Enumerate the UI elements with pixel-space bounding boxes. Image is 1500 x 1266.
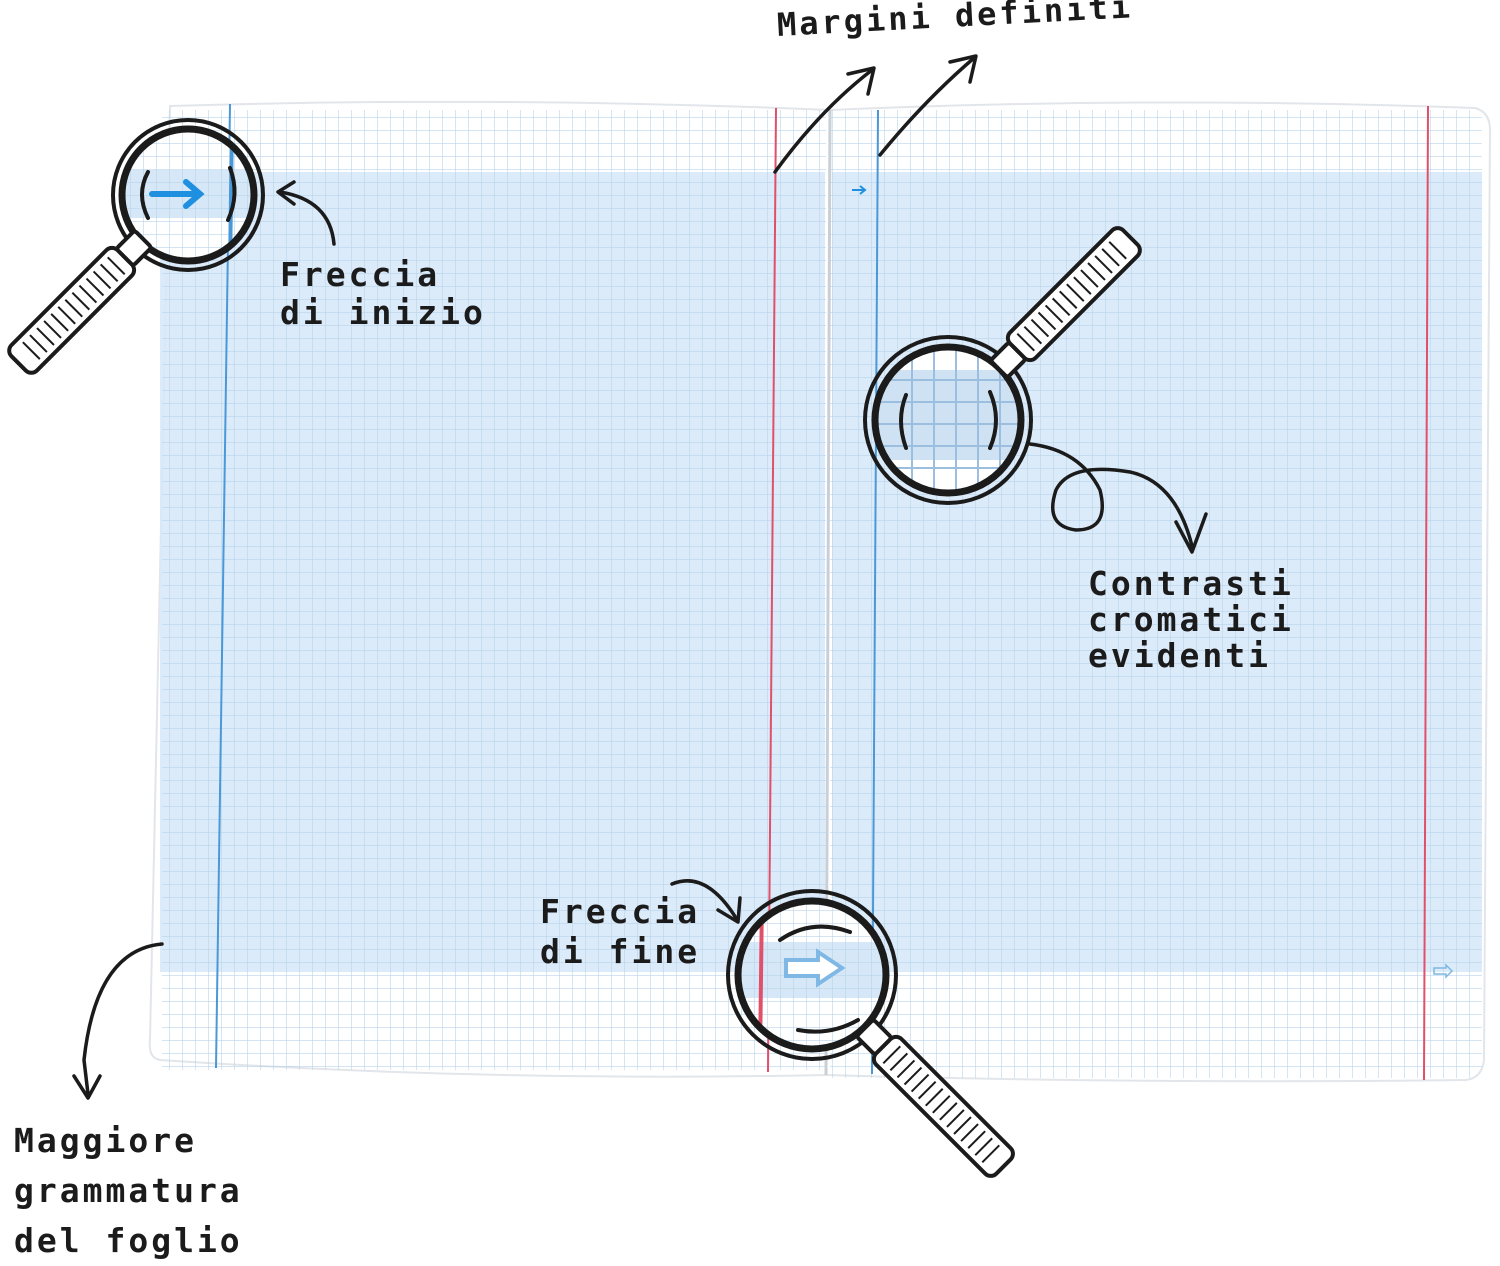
margin-blue-right	[871, 109, 879, 1075]
magnifier-icon	[863, 226, 1142, 505]
arrow-outline-icon	[1433, 963, 1454, 979]
label-line: Freccia	[280, 255, 441, 294]
magnifier-icon	[7, 118, 265, 375]
label-maggiore-grammatura: Maggiore grammatura del foglio	[14, 1116, 243, 1266]
grid-left	[162, 110, 826, 1070]
label-line: Contrasti	[1088, 564, 1294, 603]
grid-right	[830, 110, 1482, 1078]
curved-arrow-icon	[72, 942, 164, 1100]
label-freccia-di-fine: Freccia di fine	[540, 892, 700, 972]
label-freccia-di-inizio: Freccia di inizio	[280, 256, 486, 332]
curved-arrow-icon	[276, 180, 336, 246]
arrow-right-icon	[852, 185, 867, 195]
label-line: di inizio	[280, 293, 486, 332]
curved-arrow-icon	[773, 66, 876, 174]
label-line: cromatici	[1088, 600, 1294, 639]
margin-blue-left	[215, 103, 231, 1069]
notebook	[148, 100, 1492, 1083]
arrow-outline-icon	[784, 948, 846, 988]
label-line: grammatura	[14, 1171, 243, 1210]
label-line: Maggiore	[14, 1121, 197, 1160]
label-line: del foglio	[14, 1221, 243, 1260]
label-line: evidenti	[1088, 636, 1271, 675]
magnifier-icon	[726, 889, 1015, 1178]
curved-arrow-icon	[1028, 442, 1208, 554]
label-line: di fine	[540, 932, 701, 971]
curved-arrow-icon	[670, 879, 742, 924]
label-contrasti-cromatici: Contrasti cromatici evidenti	[1088, 566, 1294, 674]
label-line: Freccia	[540, 892, 701, 931]
margin-red-right	[1423, 105, 1429, 1081]
curved-arrow-icon	[878, 54, 978, 157]
